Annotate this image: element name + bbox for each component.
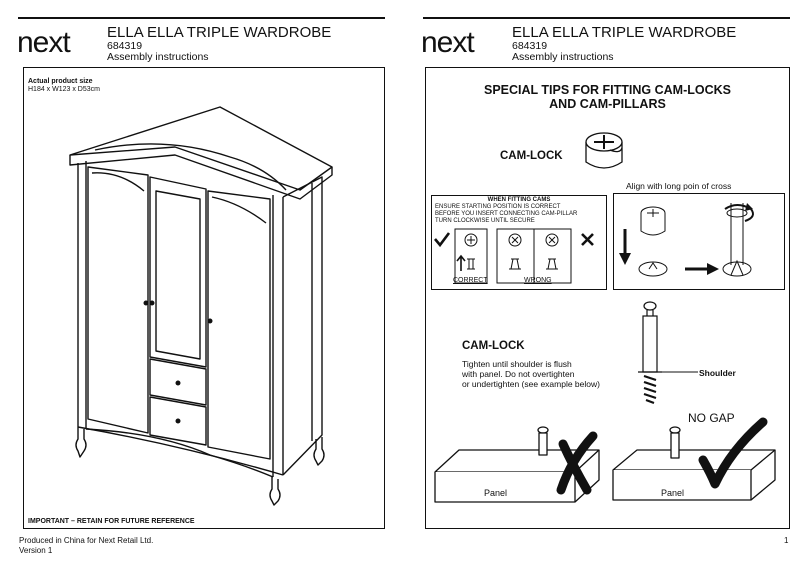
right-product-code: 684319 (512, 40, 548, 52)
panel-examples (434, 417, 776, 503)
left-content-frame (23, 67, 385, 529)
wardrobe-illustration (69, 106, 333, 506)
cam-lock-icon (585, 132, 623, 169)
cam-position-diagram (434, 228, 594, 284)
left-product-title: ELLA ELLA TRIPLE WARDROBE (107, 24, 332, 41)
fitting-cams-line2: BEFORE YOU INSERT CONNECTING CAM-PILLAR (435, 211, 578, 217)
tips-heading-line2: AND CAM-PILLARS (549, 97, 666, 111)
right-content-frame (425, 67, 790, 529)
panel-label-right: Panel (661, 488, 685, 498)
fitting-cams-title: WHEN FITTING CAMS (487, 197, 551, 203)
size-value: H184 x W123 x D53cm (28, 86, 100, 93)
no-gap-label: NO GAP (688, 411, 735, 425)
cam-pillar-diagram (638, 301, 698, 405)
panel-label-left: Panel (484, 488, 508, 498)
tip-line3: or undertighten (see example below) (462, 379, 600, 389)
left-brand-logo: next (17, 26, 71, 59)
correct-label: CORRECT (453, 277, 488, 284)
right-top-rule (423, 17, 790, 19)
page-number: 1 (784, 536, 789, 545)
left-doc-type: Assembly instructions (107, 51, 209, 63)
alignment-box (613, 193, 785, 290)
fitting-cams-line3: TURN CLOCKWISE UNTIL SECURE (435, 218, 535, 224)
left-product-code: 684319 (107, 40, 143, 52)
alignment-diagram (619, 203, 754, 277)
tip-line1: Tighten until shoulder is flush (462, 359, 572, 369)
tip-line2: with panel. Do not overtighten (462, 369, 575, 379)
retain-note: IMPORTANT – RETAIN FOR FUTURE REFERENCE (28, 518, 195, 525)
size-heading: Actual product size (28, 78, 93, 85)
shoulder-label: Shoulder (699, 368, 736, 378)
produced-by: Produced in China for Next Retail Ltd. (19, 536, 154, 545)
wrong-label: WRONG (524, 277, 552, 284)
camlock-label-bottom: CAM-LOCK (462, 340, 525, 352)
right-product-title: ELLA ELLA TRIPLE WARDROBE (512, 24, 737, 41)
right-doc-type: Assembly instructions (512, 51, 614, 63)
version: Version 1 (19, 546, 53, 555)
tips-heading-line1: SPECIAL TIPS FOR FITTING CAM-LOCKS (484, 83, 731, 97)
align-caption: Align with long poin of cross (626, 181, 732, 191)
fitting-cams-line1: ENSURE STARTING POSITION IS CORRECT (435, 204, 561, 210)
left-top-rule (18, 17, 385, 19)
camlock-label-top: CAM-LOCK (500, 150, 563, 162)
right-brand-logo: next (421, 26, 475, 59)
fitting-cams-box (431, 195, 607, 290)
